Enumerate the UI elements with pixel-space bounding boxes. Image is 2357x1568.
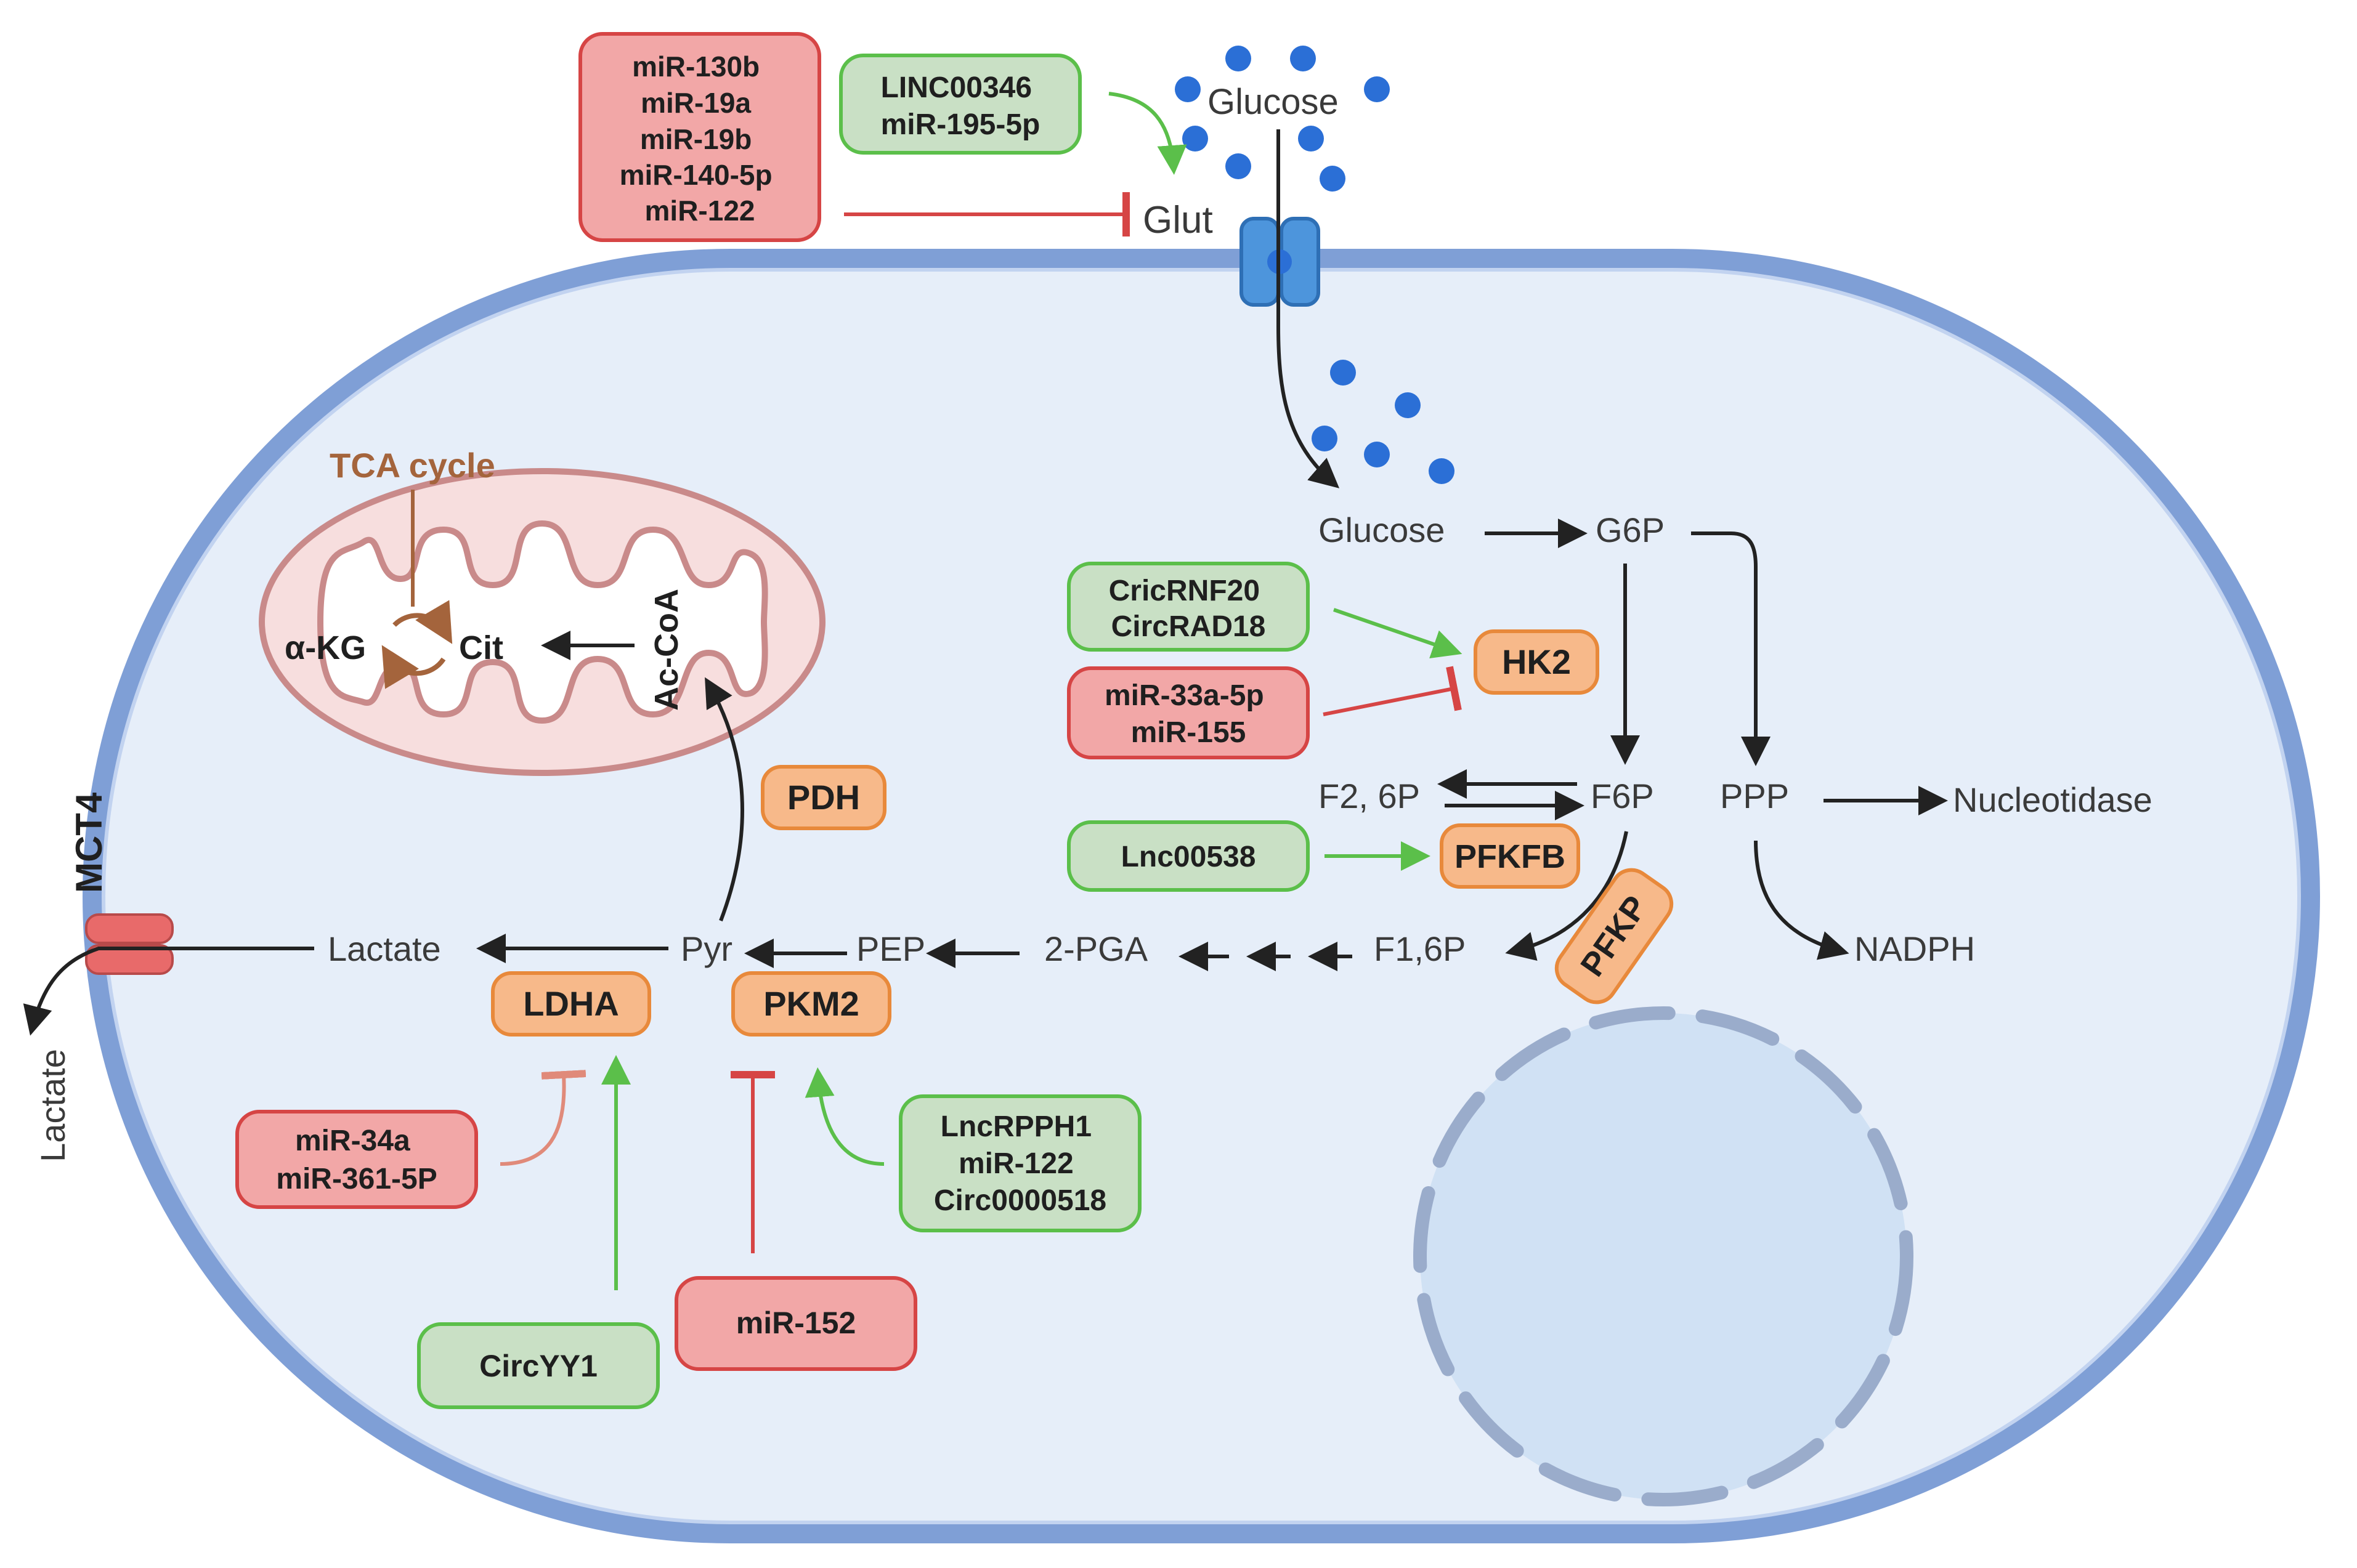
- svg-text:CricRNF20 CircRAD18: CricRNF20 CircRAD18: [1109, 575, 1268, 643]
- pkm2-activation-arrow: [805, 1067, 885, 1166]
- regulator-label: miR-19b: [640, 123, 752, 155]
- tca-cycle-label: TCA cycle: [330, 446, 495, 485]
- pdh-label: PDH: [787, 778, 860, 817]
- tca-cycle-arrow-right: [392, 600, 453, 644]
- svg-text:miR-33a-5p miR-155: miR-33a-5p miR-155: [1105, 679, 1272, 749]
- akg-label: α-KG: [285, 629, 366, 666]
- pfkfb-enzyme: [1440, 823, 1580, 889]
- mct4-transporter: [85, 913, 174, 975]
- mitochondrion: [259, 468, 826, 776]
- regulator-label: miR-19a: [641, 87, 751, 119]
- ldha-enzyme: [491, 971, 651, 1037]
- pyr-label: Pyr: [681, 929, 732, 968]
- pfkfb-activator-box: [1067, 820, 1310, 892]
- svg-text:LINC00346 miR-195-5p: LINC00346 miR-195-5p: [881, 71, 1041, 141]
- pfkfb-label: PFKFB: [1454, 838, 1565, 875]
- glut-inhibitor-box: [578, 32, 821, 242]
- glut-label: Glut: [1143, 199, 1213, 241]
- regulator-label: LINC00346: [881, 71, 1032, 104]
- nucleus: [1413, 1006, 1913, 1506]
- regulator-label: miR-130b: [632, 51, 760, 83]
- ldha-label: LDHA: [523, 984, 619, 1023]
- regulator-label: miR-33a-5p: [1105, 679, 1264, 712]
- svg-text:miR-34a miR-361-5P: miR-34a miR-361-5P: [276, 1125, 437, 1195]
- pkm2-enzyme: [731, 971, 891, 1037]
- glucose-dots-inside: [1312, 360, 1454, 484]
- pga-label: 2-PGA: [1044, 929, 1148, 968]
- mct4-label: MCT4: [68, 792, 110, 893]
- hk2-activator-box: [1067, 562, 1310, 652]
- regulator-label: CircYY1: [479, 1349, 598, 1383]
- ldha-inhibitor-box: [235, 1110, 478, 1209]
- regulator-label: CricRNF20: [1109, 575, 1260, 607]
- pkm2-activator-box: [899, 1094, 1142, 1232]
- nadph-label: NADPH: [1854, 929, 1975, 968]
- glut-transporter: [1239, 217, 1320, 307]
- tca-cycle-arrow-left: [381, 645, 446, 689]
- f26p-label: F2, 6P: [1318, 777, 1420, 815]
- lactate-outside-label: Lactate: [33, 1049, 72, 1162]
- lactate-inside-label: Lactate: [328, 929, 441, 968]
- g6p-label: G6P: [1596, 511, 1665, 549]
- hk2-label: HK2: [1502, 642, 1571, 681]
- ldha-activator-box: [417, 1322, 660, 1409]
- glucose-outside-label: Glucose: [1207, 82, 1339, 122]
- regulator-label: Circ0000518: [934, 1184, 1106, 1217]
- hk2-inhibition-line: [1323, 666, 1462, 716]
- cell-membrane-inner: [102, 268, 2301, 1524]
- hk2-enzyme: [1474, 629, 1599, 695]
- ppp-to-nadph-arrow: [1754, 840, 1849, 960]
- hk2-inhibitor-box: [1067, 666, 1310, 759]
- pkm2-inhibitor-box: [675, 1276, 917, 1371]
- regulator-label: miR-34a: [295, 1125, 410, 1157]
- regulator-label: miR-140-5p: [620, 159, 773, 191]
- glucose-dots-outside: [1175, 46, 1390, 192]
- cit-label: Cit: [459, 629, 503, 666]
- nucleotidase-label: Nucleotidase: [1953, 780, 2152, 819]
- f6p-to-f16p-arrow: [1505, 831, 1628, 961]
- f6p-label: F6P: [1591, 777, 1654, 815]
- pdh-enzyme: [761, 765, 886, 830]
- ppp-label: PPP: [1720, 777, 1789, 815]
- svg-text:miR-130b miR-19a miR-1: miR-130b miR-19a miR-19b miR-140-5p miR-…: [620, 51, 781, 227]
- regulator-label: miR-361-5P: [276, 1163, 437, 1195]
- regulator-label: CircRAD18: [1111, 610, 1266, 643]
- glucose-inside-label: Glucose: [1318, 511, 1445, 549]
- regulator-label: miR-122: [645, 195, 755, 227]
- regulator-label: miR-122: [959, 1147, 1074, 1180]
- regulator-label: Lnc00538: [1121, 841, 1256, 873]
- regulator-label: LncRPPH1: [941, 1110, 1092, 1143]
- glut-activation-arrow: [1108, 92, 1187, 175]
- glut-activator-box: [839, 54, 1082, 155]
- pkm2-label: PKM2: [763, 984, 859, 1023]
- pyr-to-accoa-arrow: [705, 677, 744, 922]
- lactate-export-arrow: [23, 947, 314, 1036]
- ldha-inhibition-line: [500, 1070, 586, 1166]
- hk2-activation-arrow: [1333, 608, 1462, 658]
- glucose-entry-arrow: [1276, 129, 1340, 488]
- g6p-to-ppp-arrow: [1691, 531, 1771, 766]
- regulator-label: miR-195-5p: [881, 108, 1041, 141]
- regulator-label: miR-152: [736, 1306, 856, 1340]
- svg-text:LncRPPH1 miR-122 Circ0: LncRPPH1 miR-122 Circ0000518: [934, 1110, 1106, 1217]
- f16p-label: F1,6P: [1374, 929, 1466, 968]
- pep-label: PEP: [856, 929, 925, 968]
- regulator-label: miR-155: [1131, 716, 1246, 749]
- accoa-label: Ac-CoA: [648, 589, 685, 711]
